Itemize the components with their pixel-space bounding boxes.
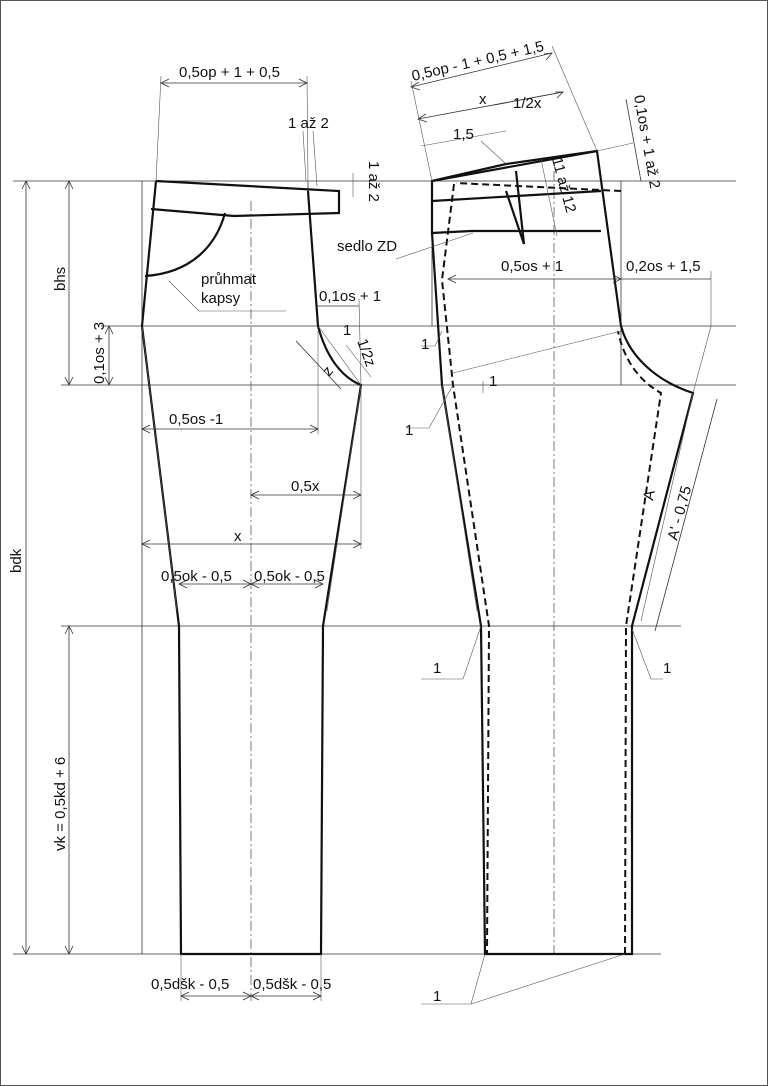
back-half-x-label: 1/2x (513, 95, 542, 112)
front-01os-label: 0,1os + 1 (319, 288, 381, 305)
hem-left-label: 0,5dšk - 0,5 (151, 976, 229, 993)
a-prime-label: A' - 0,75 (664, 484, 695, 542)
back-top-width-arrows (410, 52, 553, 91)
half-x-label: 0,5x (291, 478, 320, 495)
pocket-label: průhmat (201, 271, 257, 288)
crotch-half-z-line (345, 344, 372, 378)
back-rise-label: 0,1os + 1 až 2 (630, 94, 663, 190)
bdk-label: bdk (8, 548, 25, 573)
a-prime-dim (654, 398, 718, 632)
half-hip-arrows (141, 424, 319, 434)
one-to-two-top-label: 1 až 2 (288, 115, 329, 132)
back-x-label: x (479, 91, 487, 108)
back-one-d-label: 1 (433, 660, 441, 677)
back-top-width-dim (410, 52, 553, 88)
back-one-c-label: 1 (489, 373, 497, 390)
back-one-a-label: 1 (421, 336, 429, 353)
hem-arrows (180, 991, 322, 1001)
back-dashed-front-overlay (440, 182, 663, 955)
front-01os-ext (358, 298, 362, 386)
front-waistband (150, 179, 341, 218)
bhs-label: bhs (52, 267, 69, 291)
back-leaders (406, 330, 663, 1005)
crotch-depth-label: 0,1os + 3 (91, 322, 108, 384)
back-panel-outline (430, 149, 695, 956)
back-crotch-guide (692, 325, 712, 394)
x-label: x (234, 528, 242, 545)
back-1-5-label: 1,5 (453, 126, 474, 143)
front-top-ext-right (306, 75, 309, 182)
back-side-guide (441, 384, 694, 622)
half-z-label: 1/2z (353, 337, 379, 369)
back-dart (504, 170, 526, 245)
knee-arrows (178, 579, 324, 589)
front-top-width-label: 0,5op + 1 + 0,5 (179, 64, 280, 81)
knee-right-label: 0,5ok - 0,5 (254, 568, 325, 585)
back-one-b-label: 1 (405, 422, 413, 439)
hem-right-label: 0,5dšk - 0,5 (253, 976, 331, 993)
crotch-z-line (295, 340, 342, 390)
one-to-two-tick-a (302, 130, 307, 182)
back-top-ext-r (551, 45, 598, 152)
back-1-5-leader (480, 140, 507, 165)
front-side-guide (141, 325, 362, 612)
back-dart-len-dim (540, 158, 558, 237)
dimension-arrows-left (21, 180, 114, 955)
back-dart-len-label: 11 až 12 (548, 156, 579, 215)
crotch-diag (317, 325, 362, 386)
back-1-5-dim (420, 130, 507, 147)
front-pocket-curve (144, 212, 227, 278)
back-yoke-seam (431, 229, 601, 235)
z-label: z (319, 363, 337, 380)
back-top-ext-l (410, 80, 433, 182)
back-top-width-label: 0,5op - 1 + 0,5 + 1,5 (410, 38, 545, 85)
yoke-label: sedlo ZD (337, 238, 397, 255)
back-half-x-dim (493, 91, 564, 106)
crotch-one-label: 1 (343, 322, 351, 339)
knee-left-label: 0,5ok - 0,5 (161, 568, 232, 585)
yoke-leader (395, 232, 474, 260)
back-02os-label: 0,2os + 1,5 (626, 258, 701, 275)
back-rise-dim (625, 98, 642, 182)
pocket-label-2: kapsy (201, 290, 241, 307)
one-to-two-side-label: 1 až 2 (365, 161, 382, 202)
back-05os-label: 0,5os + 1 (501, 258, 563, 275)
back-yoke-line (431, 189, 602, 203)
front-top-arrows (160, 78, 308, 88)
back-one-e-label: 1 (663, 660, 671, 677)
a-label: A (640, 489, 658, 502)
one-to-two-tick-b (312, 130, 318, 187)
half-hip-label: 0,5os -1 (169, 411, 223, 428)
vk-label: vk = 0,5kd + 6 (52, 757, 69, 851)
pocket-leader (168, 280, 200, 312)
front-top-ext-left (155, 75, 162, 182)
back-one-f-label: 1 (433, 988, 441, 1005)
back-rise-ext (596, 142, 634, 152)
x-arrows (141, 539, 362, 549)
